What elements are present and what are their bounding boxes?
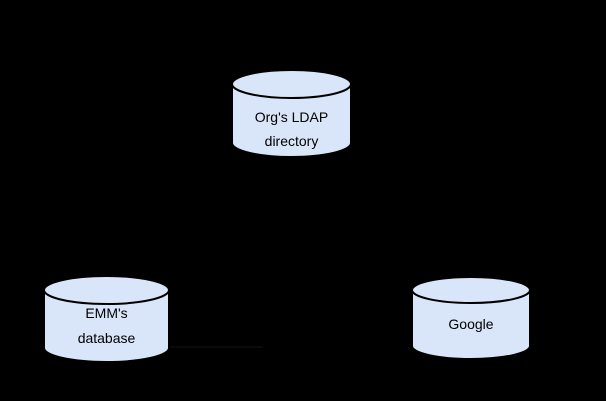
cylinder-top: [411, 276, 531, 304]
node-label-line2: directory: [265, 133, 319, 149]
node-google: Google: [411, 276, 531, 360]
cylinder-body: [231, 84, 352, 158]
node-orgs-ldap-directory: Org's LDAP directory: [231, 69, 352, 158]
cylinder-body: [411, 290, 531, 360]
node-label-line1: Google: [448, 316, 493, 332]
cylinder-top: [231, 69, 352, 99]
node-label-line1: Org's LDAP: [255, 109, 328, 125]
node-label-line1: EMM's: [85, 305, 127, 321]
cylinder-top: [43, 275, 170, 305]
cylinder-body: [43, 290, 170, 363]
node-emms-database: EMM's database: [43, 275, 170, 363]
node-label-line2: database: [78, 330, 136, 346]
